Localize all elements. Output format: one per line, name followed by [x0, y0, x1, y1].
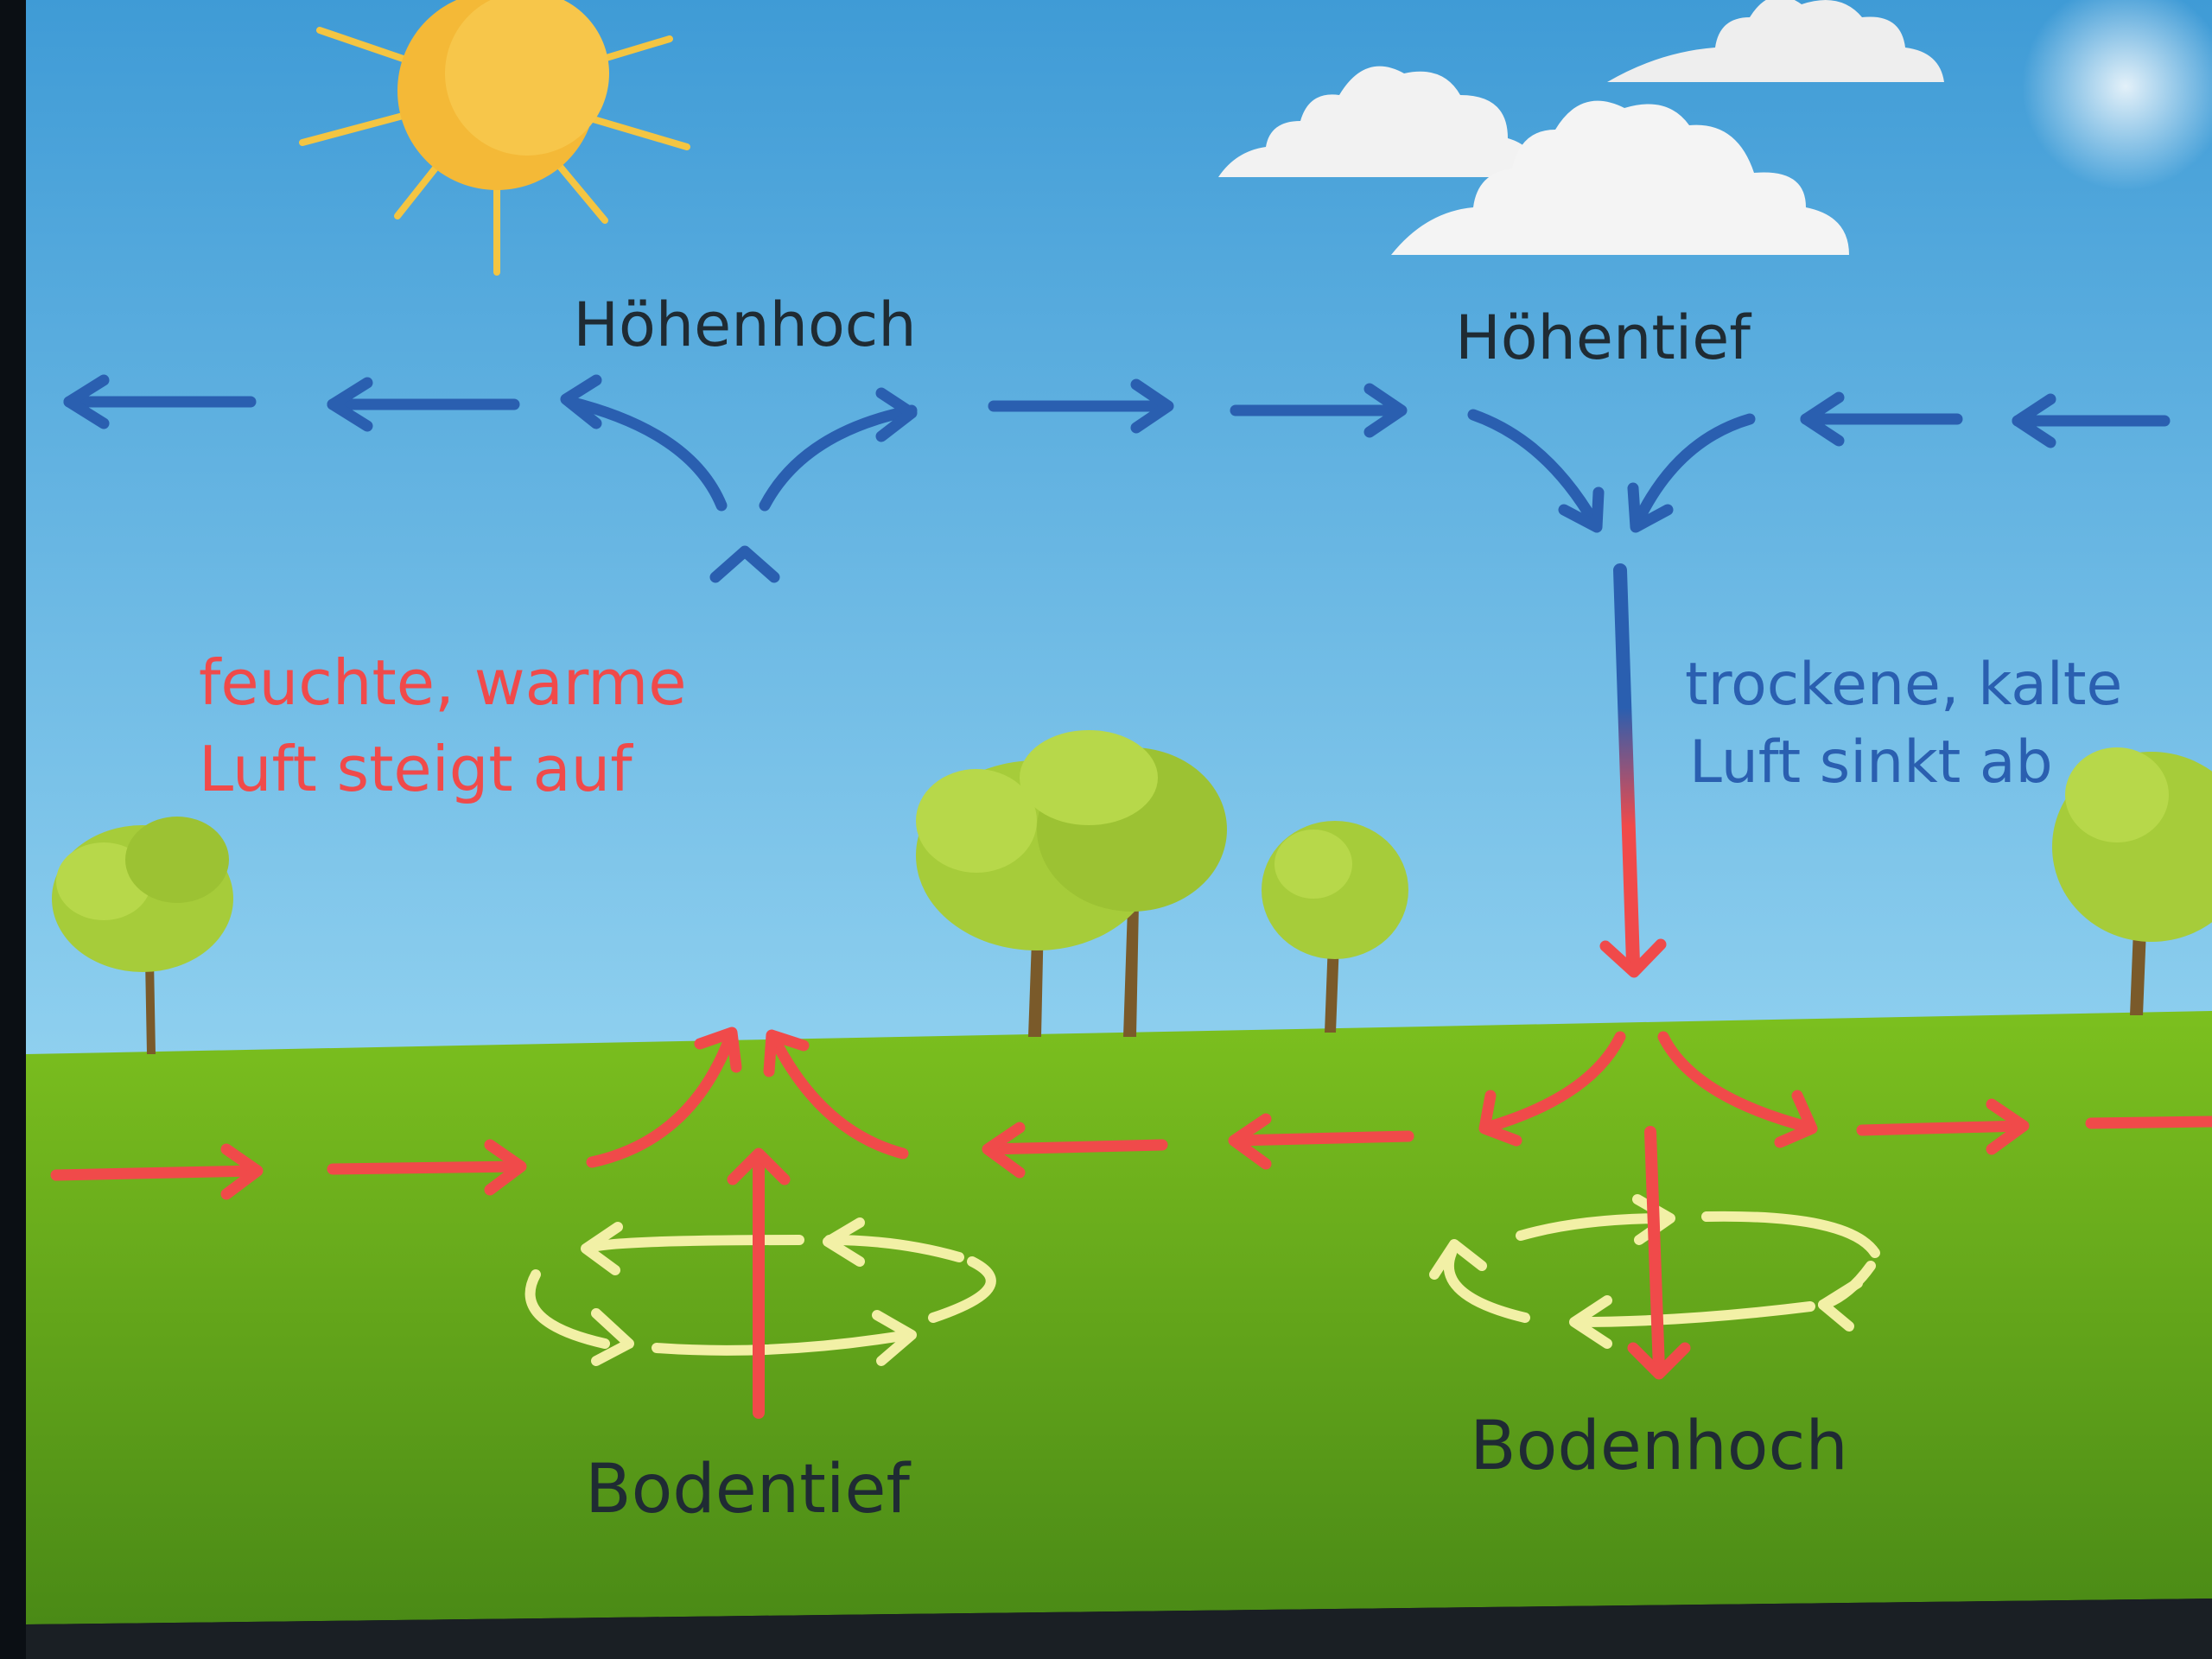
- red-arrow-curve-up-left: [763, 1029, 909, 1160]
- blue-arrow-left: [327, 377, 520, 432]
- label-warm-air-line2: Luft steigt auf: [199, 733, 633, 805]
- label-warm-air-line1: feuchte, warme: [199, 646, 687, 719]
- red-arrow-right: [50, 1143, 264, 1200]
- blue-arrow-left: [63, 374, 257, 429]
- blue-arrow-left: [1800, 391, 1963, 447]
- cloud-icon: [1607, 0, 1944, 82]
- bodenhoch-rotation-icon: [1429, 1126, 1880, 1380]
- tree-icon: [1262, 821, 1408, 1033]
- label-hoehenhoch: Höhenhoch: [573, 289, 916, 360]
- label-bodentief: Bodentief: [585, 1451, 911, 1529]
- blue-arrow-curve-left: [560, 374, 728, 512]
- tree-icon: [2052, 747, 2212, 1015]
- cloud-icon: [1218, 66, 1538, 178]
- label-hoehentief: Höhentief: [1455, 302, 1751, 373]
- bottom-edge: [26, 1599, 2212, 1659]
- blue-arrow-right: [988, 378, 1174, 434]
- red-arrow-curve-down-right: [1657, 1031, 1818, 1148]
- red-arrow-right: [1856, 1098, 2030, 1155]
- red-arrow-left: [1228, 1113, 1414, 1170]
- red-arrow-curve-down-left: [1478, 1031, 1626, 1147]
- tree-icon: [52, 817, 233, 1054]
- tree-icon: [916, 730, 1227, 1037]
- sun-icon: [299, 0, 690, 276]
- red-arrow-curve-up-right: [586, 1027, 742, 1168]
- red-arrow-right: [327, 1139, 527, 1196]
- blue-arrow-curve-down-left: [1627, 413, 1756, 533]
- blue-arrow-right: [1230, 383, 1408, 438]
- red-arrow-left: [982, 1122, 1168, 1179]
- bodentief-rotation-icon: [524, 1147, 996, 1419]
- upper-flow-arrows: [63, 374, 2171, 533]
- cloud-icon: [1391, 100, 1849, 256]
- lower-flow-arrows: [50, 1027, 2212, 1200]
- ground: [26, 1011, 2212, 1624]
- blue-arrow-left: [2012, 393, 2171, 448]
- sinking-air-arrow: [1599, 563, 1667, 978]
- blue-arrow-curve-down-right: [1467, 409, 1605, 533]
- label-cold-air-line2: Luft sinkt ab: [1689, 728, 2053, 797]
- rising-air-arrow: [709, 545, 780, 979]
- label-cold-air-line1: trockene, kalte: [1685, 651, 2122, 719]
- blue-arrow-curve-right: [759, 387, 918, 512]
- red-arrow-right: [2085, 1116, 2212, 1129]
- screen-glare: [2022, 0, 2212, 190]
- label-bodenhoch: Bodenhoch: [1470, 1408, 1848, 1485]
